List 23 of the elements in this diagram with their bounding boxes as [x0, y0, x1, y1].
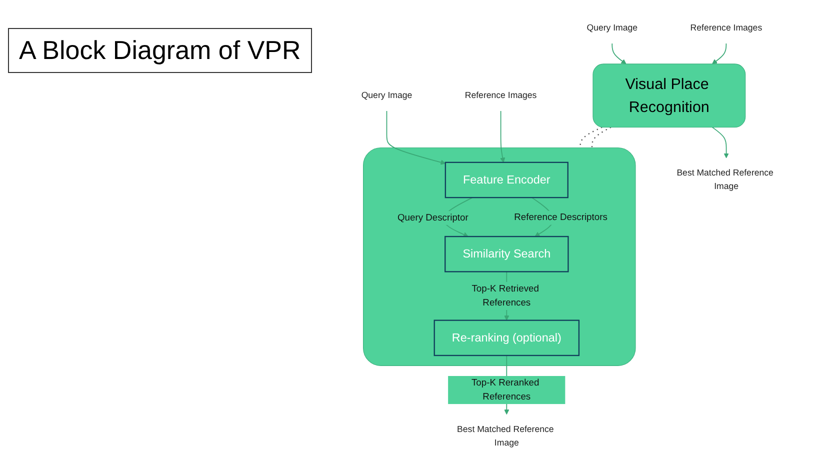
edge-label: Reference Descriptors	[514, 212, 608, 222]
node-text: Query Image	[586, 22, 638, 33]
node-text: Reference Images	[464, 90, 536, 100]
arrow	[611, 43, 626, 64]
connector	[591, 126, 611, 148]
edge-label: Query Descriptor	[397, 212, 468, 223]
arrow	[712, 43, 726, 64]
node-text: Query Image	[361, 90, 412, 100]
node-box: Re-ranking (optional)	[434, 320, 580, 356]
node-box: Feature Encoder	[444, 162, 568, 198]
edge-label: Top-K Retrieved References	[472, 284, 539, 308]
diagram-title: A Block Diagram of VPR	[8, 28, 312, 73]
arrow	[386, 110, 446, 165]
arrow	[712, 126, 729, 158]
node-text: Best Matched Reference Image	[456, 424, 554, 448]
cluster	[362, 147, 636, 366]
edge-label: Top-K Reranked References	[471, 378, 540, 402]
arrow	[500, 110, 505, 163]
node-box: Similarity Search	[444, 236, 569, 272]
node-text: Reference Images	[690, 22, 762, 33]
connector	[579, 126, 602, 148]
node-text: Best Matched Reference Image	[676, 168, 774, 192]
node-box: Visual Place Recognition	[592, 64, 746, 128]
